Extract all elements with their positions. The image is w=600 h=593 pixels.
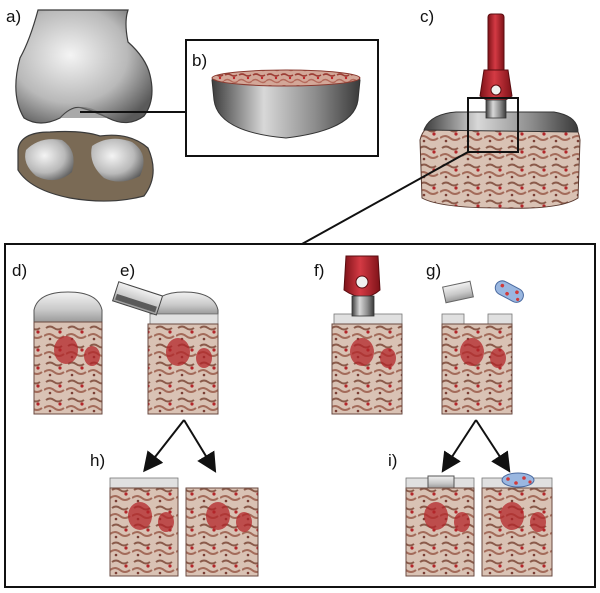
femur-condyles-illustration bbox=[15, 9, 153, 124]
arrow-g-to-i-right bbox=[475, 419, 511, 473]
bone-column-d bbox=[33, 321, 103, 415]
bone-column-e bbox=[147, 323, 219, 415]
panel-i-label: i) bbox=[388, 451, 397, 470]
graft-implant-i bbox=[501, 472, 535, 488]
bone-column-f bbox=[331, 323, 403, 415]
panel-d-intact-cartilage: d) bbox=[12, 261, 103, 415]
panel-i-outcomes: i) bbox=[388, 451, 553, 577]
zoom-box-c bbox=[467, 97, 519, 153]
panel-d-label: d) bbox=[12, 261, 27, 280]
panel-h-label: h) bbox=[90, 451, 105, 470]
connector-c-lower-panel bbox=[301, 151, 469, 245]
arrow-e-to-h-right bbox=[183, 419, 217, 473]
arrow-g-to-i-left bbox=[441, 419, 477, 473]
biopsy-punch-tool-f bbox=[343, 255, 381, 317]
graft-capsule-g bbox=[494, 280, 524, 303]
panel-b-frame bbox=[185, 39, 379, 157]
bone-column-i-right bbox=[481, 487, 553, 577]
panel-g-defect-and-graft: g) bbox=[426, 261, 524, 415]
panel-a-label: a) bbox=[6, 7, 21, 26]
biopsy-punch-tool-c bbox=[479, 13, 513, 119]
removed-cartilage-flap-e bbox=[111, 281, 164, 316]
panel-b-cross-section: b) bbox=[185, 39, 379, 157]
arrow-e-to-h-left bbox=[143, 419, 185, 473]
bone-column-h-right bbox=[185, 487, 259, 577]
panel-a-knee-joint: a) bbox=[6, 7, 154, 202]
replaced-plug-i bbox=[427, 475, 455, 489]
bone-column-h-left bbox=[109, 487, 179, 577]
bone-column-i-left bbox=[405, 487, 475, 577]
panel-f-label: f) bbox=[314, 261, 324, 280]
removed-plug-g bbox=[442, 280, 474, 304]
panel-e-label: e) bbox=[120, 261, 135, 280]
panel-e-cartilage-removal: e) bbox=[111, 261, 219, 415]
panel-c-label: c) bbox=[420, 7, 434, 26]
lower-procedure-frame bbox=[4, 243, 596, 588]
bone-column-g bbox=[441, 323, 513, 415]
panel-b-label: b) bbox=[192, 51, 207, 70]
panel-h-outcomes: h) bbox=[90, 451, 259, 577]
panel-f-punch-insertion: f) bbox=[314, 255, 403, 415]
panel-c-biopsy-punch: c) bbox=[419, 7, 581, 209]
cartilage-cap-d bbox=[33, 291, 103, 323]
panel-g-label: g) bbox=[426, 261, 441, 280]
